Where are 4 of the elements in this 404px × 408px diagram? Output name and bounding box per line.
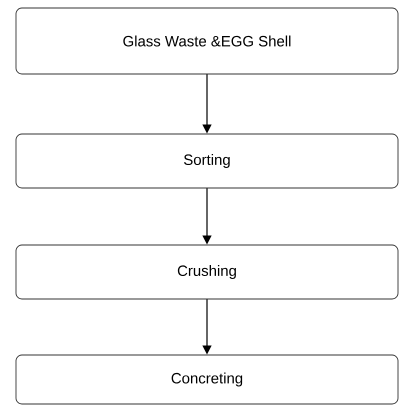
process-box: Sorting [16, 134, 398, 188]
process-box: Glass Waste &EGG Shell [16, 8, 398, 74]
process-box: Concreting [16, 354, 398, 404]
process-box: Crushing [16, 244, 398, 300]
